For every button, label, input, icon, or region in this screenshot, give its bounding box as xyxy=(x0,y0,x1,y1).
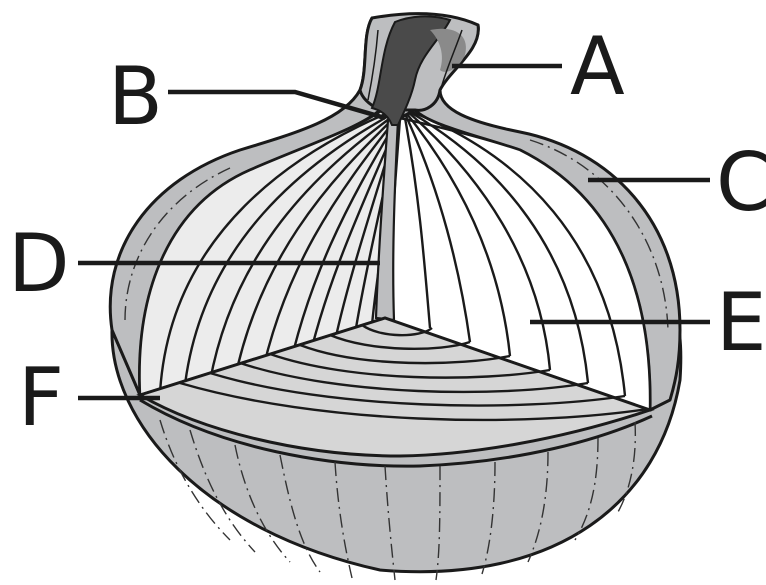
label-d: D xyxy=(8,217,70,310)
label-b: B xyxy=(108,50,163,143)
label-f: F xyxy=(18,351,64,444)
label-c: C xyxy=(716,136,766,229)
label-e: E xyxy=(716,276,766,369)
label-a: A xyxy=(570,20,625,113)
